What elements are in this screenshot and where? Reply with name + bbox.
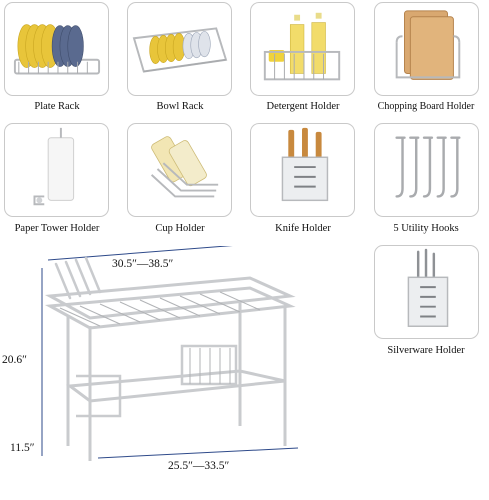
width-top-dimension-line — [47, 246, 233, 261]
bowl-rack-tile — [127, 2, 232, 96]
height-label: 20.6″ — [2, 354, 27, 366]
paper-towel-holder-photo — [33, 127, 75, 206]
cup-holder-tile — [127, 123, 232, 217]
detergent-holder-label: Detergent Holder — [266, 101, 340, 112]
depth-label: 11.5″ — [10, 442, 35, 454]
plate-rack-label: Plate Rack — [34, 101, 80, 112]
plate-rack-photo — [13, 24, 101, 75]
detergent-holder-photo — [263, 12, 341, 81]
silverware-holder-label: Silverware Holder — [387, 345, 465, 356]
cup-holder-photo — [150, 136, 219, 198]
knife-holder-photo — [281, 127, 329, 202]
utility-hooks-tile — [374, 123, 479, 217]
silverware-holder-tile — [374, 245, 479, 339]
knife-holder-tile — [250, 123, 355, 217]
bowl-rack-label: Bowl Rack — [156, 101, 204, 112]
paper-towel-holder-label: Paper Tower Holder — [14, 223, 100, 234]
paper-towel-holder-tile — [4, 123, 109, 217]
detergent-holder-tile — [250, 2, 355, 96]
dish-rack-diagram: 30.5″—38.5″ 20.6″ 11.5″ 25.5″—33.5″ — [0, 246, 370, 500]
chopping-board-holder-tile — [374, 2, 479, 96]
utility-hooks-photo — [395, 136, 461, 198]
cup-holder-label: Cup Holder — [155, 223, 205, 234]
width-bottom-label: 25.5″—33.5″ — [168, 460, 230, 472]
knife-holder-label: Knife Holder — [275, 223, 331, 234]
width-bottom-dimension-line — [97, 447, 299, 459]
chopping-board-holder-label: Chopping Board Holder — [377, 101, 475, 112]
utility-hooks-label: 5 Utility Hooks — [393, 223, 459, 234]
dish-rack-photo — [41, 246, 299, 461]
silverware-holder-photo — [407, 248, 449, 327]
chopping-board-holder-photo — [395, 10, 461, 80]
plate-rack-tile — [4, 2, 109, 96]
bowl-rack-photo — [132, 27, 228, 73]
width-top-label: 30.5″—38.5″ — [112, 258, 174, 270]
